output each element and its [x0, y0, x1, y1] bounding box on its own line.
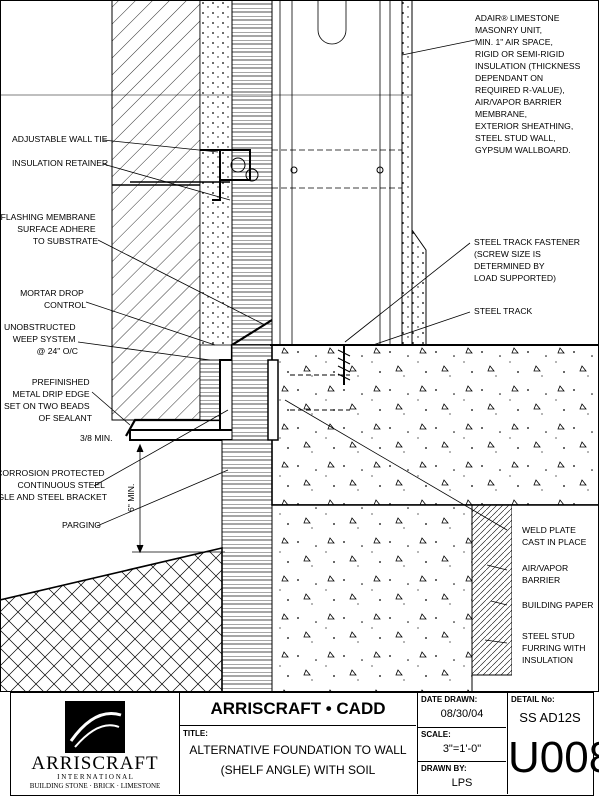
note-building-paper: BUILDING PAPER [522, 600, 593, 610]
scale-label: SCALE: [421, 730, 451, 739]
section-detail-drawing: ADAIR® LIMESTONE MASONRY UNIT, MIN. 1" A… [0, 0, 599, 692]
foundation-wall [221, 439, 273, 692]
detail-area: DETAIL No: SS AD12S U008 [507, 693, 599, 794]
steel-stud-cavity [271, 0, 403, 346]
note-air-vapor: AIR/VAPOR BARRIER [522, 563, 571, 585]
detail-code: SS AD12S [519, 710, 581, 725]
detail-label: DETAIL No: [511, 695, 555, 704]
scale-value: 3"=1'-0" [442, 743, 482, 755]
limestone-unit [111, 0, 201, 421]
soil [0, 546, 223, 692]
drawn-by-label: DRAWN BY: [421, 764, 467, 773]
title-block: ARRISCRAFT I N T E R N A T I O N A L BUI… [10, 692, 599, 796]
logo-area: ARRISCRAFT I N T E R N A T I O N A L BUI… [11, 693, 179, 794]
company-name: ARRISCRAFT • CADD [210, 699, 386, 718]
leader-lines [77, 39, 508, 644]
title-area: ARRISCRAFT • CADD TITLE: ALTERNATIVE FOU… [179, 693, 417, 794]
rigid-insulation [199, 0, 233, 346]
date-label: DATE DRAWN: [421, 695, 478, 704]
note-mortar-drop: MORTAR DROP CONTROL [20, 288, 86, 310]
detail-number: U008 [508, 733, 599, 782]
note-weep-system: UNOBSTRUCTED WEEP SYSTEM @ 24" O/C [4, 322, 78, 356]
note-wall-assembly: ADAIR® LIMESTONE MASONRY UNIT, MIN. 1" A… [475, 13, 583, 155]
note-insulation-retainer: INSULATION RETAINER [12, 158, 108, 168]
note-weld-plate: WELD PLATE CAST IN PLACE [522, 525, 587, 547]
concrete-foundation [271, 504, 473, 692]
drawn-by-value: LPS [451, 777, 473, 789]
title-line-1: ALTERNATIVE FOUNDATION TO WALL [189, 743, 407, 757]
arriscraft-logo-icon [65, 701, 125, 753]
concrete-slab [271, 344, 599, 506]
info-area: DATE DRAWN: 08/30/04 SCALE: 3"=1'-0" DRA… [417, 693, 507, 794]
sheathing [231, 0, 273, 346]
note-shelf-angle: CORROSION PROTECTED CONTINUOUS STEEL ANG… [0, 468, 108, 502]
note-track-fastener: STEEL TRACK FASTENER (SCREW SIZE IS DETE… [474, 237, 582, 283]
note-steel-stud-furring: STEEL STUD FURRING WITH INSULATION [522, 631, 588, 665]
note-six-min: 6" MIN. [126, 484, 136, 512]
logo-name: ARRISCRAFT [31, 753, 159, 774]
note-min-gap: 3/8 MIN. [80, 433, 112, 443]
note-parging: PARGING [62, 520, 101, 530]
logo-tagline: BUILDING STONE · BRICK · LIMESTONE [29, 782, 161, 790]
note-flashing: FLASHING MEMBRANE SURFACE ADHERE TO SUBS… [1, 212, 99, 246]
logo-subtitle: I N T E R N A T I O N A L [57, 773, 133, 781]
note-steel-track: STEEL TRACK [474, 306, 533, 316]
title-label: TITLE: [183, 729, 208, 738]
note-wall-tie: ADJUSTABLE WALL TIE [12, 134, 108, 144]
wall-tie [200, 149, 251, 201]
note-drip-edge: PREFINISHED METAL DRIP EDGE SET ON TWO B… [4, 377, 93, 423]
title-line-2: (SHELF ANGLE) WITH SOIL [220, 763, 376, 777]
date-value: 08/30/04 [440, 708, 484, 720]
